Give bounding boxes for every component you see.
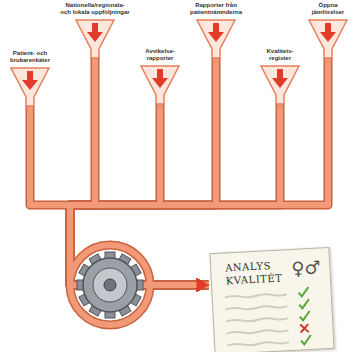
funnel-shape [308,19,348,59]
source-label: Kvalitets-register [256,48,304,62]
analysis-document: ANALYS KVALITÉT♀♂ [209,247,334,352]
funnel: Patient- och brukarenkäter [2,50,58,107]
check-mark [300,311,310,321]
scribble-line [225,305,287,310]
scribble-line [225,293,287,298]
gear-axle [104,279,116,291]
funnel-arrow [320,23,336,42]
pipe-ring-outline [70,245,150,325]
gear-teeth [77,252,143,318]
funnel-shape [196,19,236,59]
funnel: Avvikelse-rapporter [135,48,185,105]
source-label: Rapporter från patientnämnderna [183,2,249,16]
pipe-outline [30,106,208,285]
funnel: Öppna jämförelser [303,2,353,59]
funnel-shape [260,65,300,105]
document-title: ANALYS KVALITÉT [225,258,288,287]
scribble-line [226,317,288,322]
funnel-arrow [22,71,38,90]
source-label: Nationella/regionala- och lokala uppfölj… [60,2,130,16]
pipe-ring [70,245,150,325]
scribble-line [227,341,289,346]
funnel-arrow [152,69,168,88]
funnel-shape [75,19,115,59]
check-mark [301,335,311,345]
funnel-outline [11,68,49,106]
pipe-connector [30,106,208,285]
check-mark [299,299,309,309]
check-mark [298,287,308,297]
cross-mark [300,324,308,332]
funnel-shape [140,65,180,105]
funnel: Rapporter från patientnämnderna [183,2,249,59]
gender-symbol: ♀♂ [291,256,321,279]
funnel-arrow [208,23,224,42]
funnel: Kvalitets-register [256,48,304,105]
source-label: Patient- och brukarenkäter [2,50,58,64]
funnel-arrow [272,69,288,88]
funnel: Nationella/regionala- och lokala uppfölj… [60,2,130,59]
gear-body [83,258,137,312]
gear-hub [93,268,127,302]
funnel-arrow [87,23,103,42]
pipe-connector [70,58,208,285]
funnel-outline [141,66,179,104]
funnel-outline [309,20,347,58]
pipe-connector [70,58,216,285]
funnel-outline [197,20,235,58]
funnel-outline [76,20,114,58]
pipe-connector [70,104,208,285]
funnel-shape [10,67,50,107]
source-label: Avvikelse-rapporter [135,48,185,62]
funnel-outline [261,66,299,104]
source-label: Öppna jämförelser [303,2,353,16]
scribble-line [227,329,289,334]
